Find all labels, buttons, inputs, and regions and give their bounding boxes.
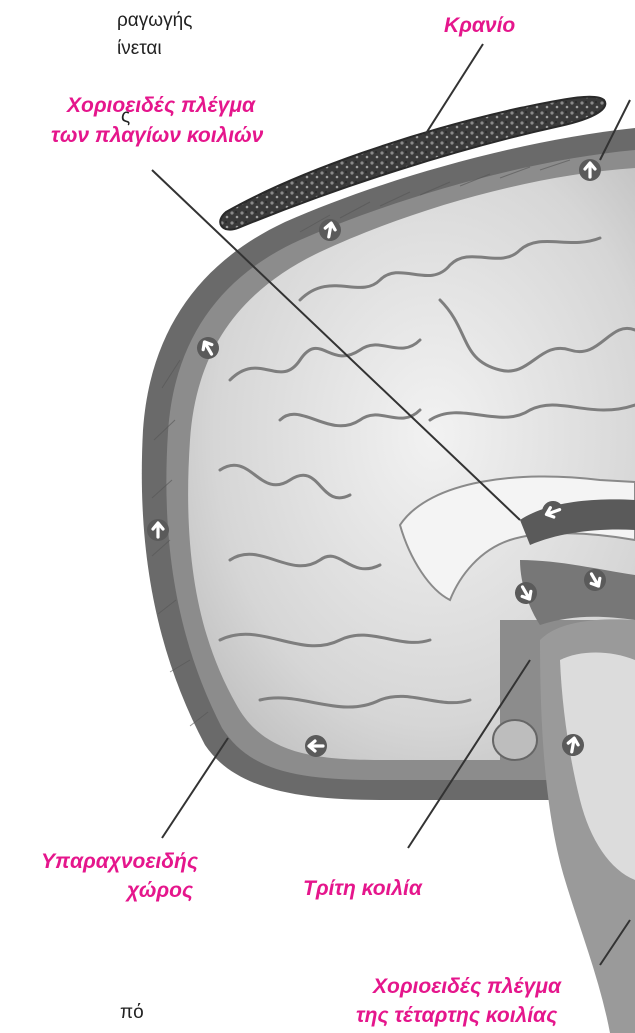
label-choroid-lateral-2: των πλαγίων κοιλιών <box>51 123 263 149</box>
label-third-ventricle: Τρίτη κοιλία <box>303 876 422 902</box>
arrow-icon <box>305 735 327 757</box>
label-choroid-lateral-1: Χοριοειδές πλέγμα <box>67 93 255 119</box>
label-subarachnoid-2: χώρος <box>127 878 193 904</box>
leader-line-subarachnoid <box>162 738 228 838</box>
arrow-icon <box>579 159 601 181</box>
pituitary <box>493 720 537 760</box>
label-choroid-fourth-2: της τέταρτης κοιλίας <box>356 1003 557 1029</box>
label-skull: Κρανίο <box>444 13 515 39</box>
arrow-icon <box>147 519 169 541</box>
label-choroid-fourth-1: Χοριοειδές πλέγμα <box>373 974 561 1000</box>
label-subarachnoid-1: Υπαραχνοειδής <box>41 849 198 875</box>
